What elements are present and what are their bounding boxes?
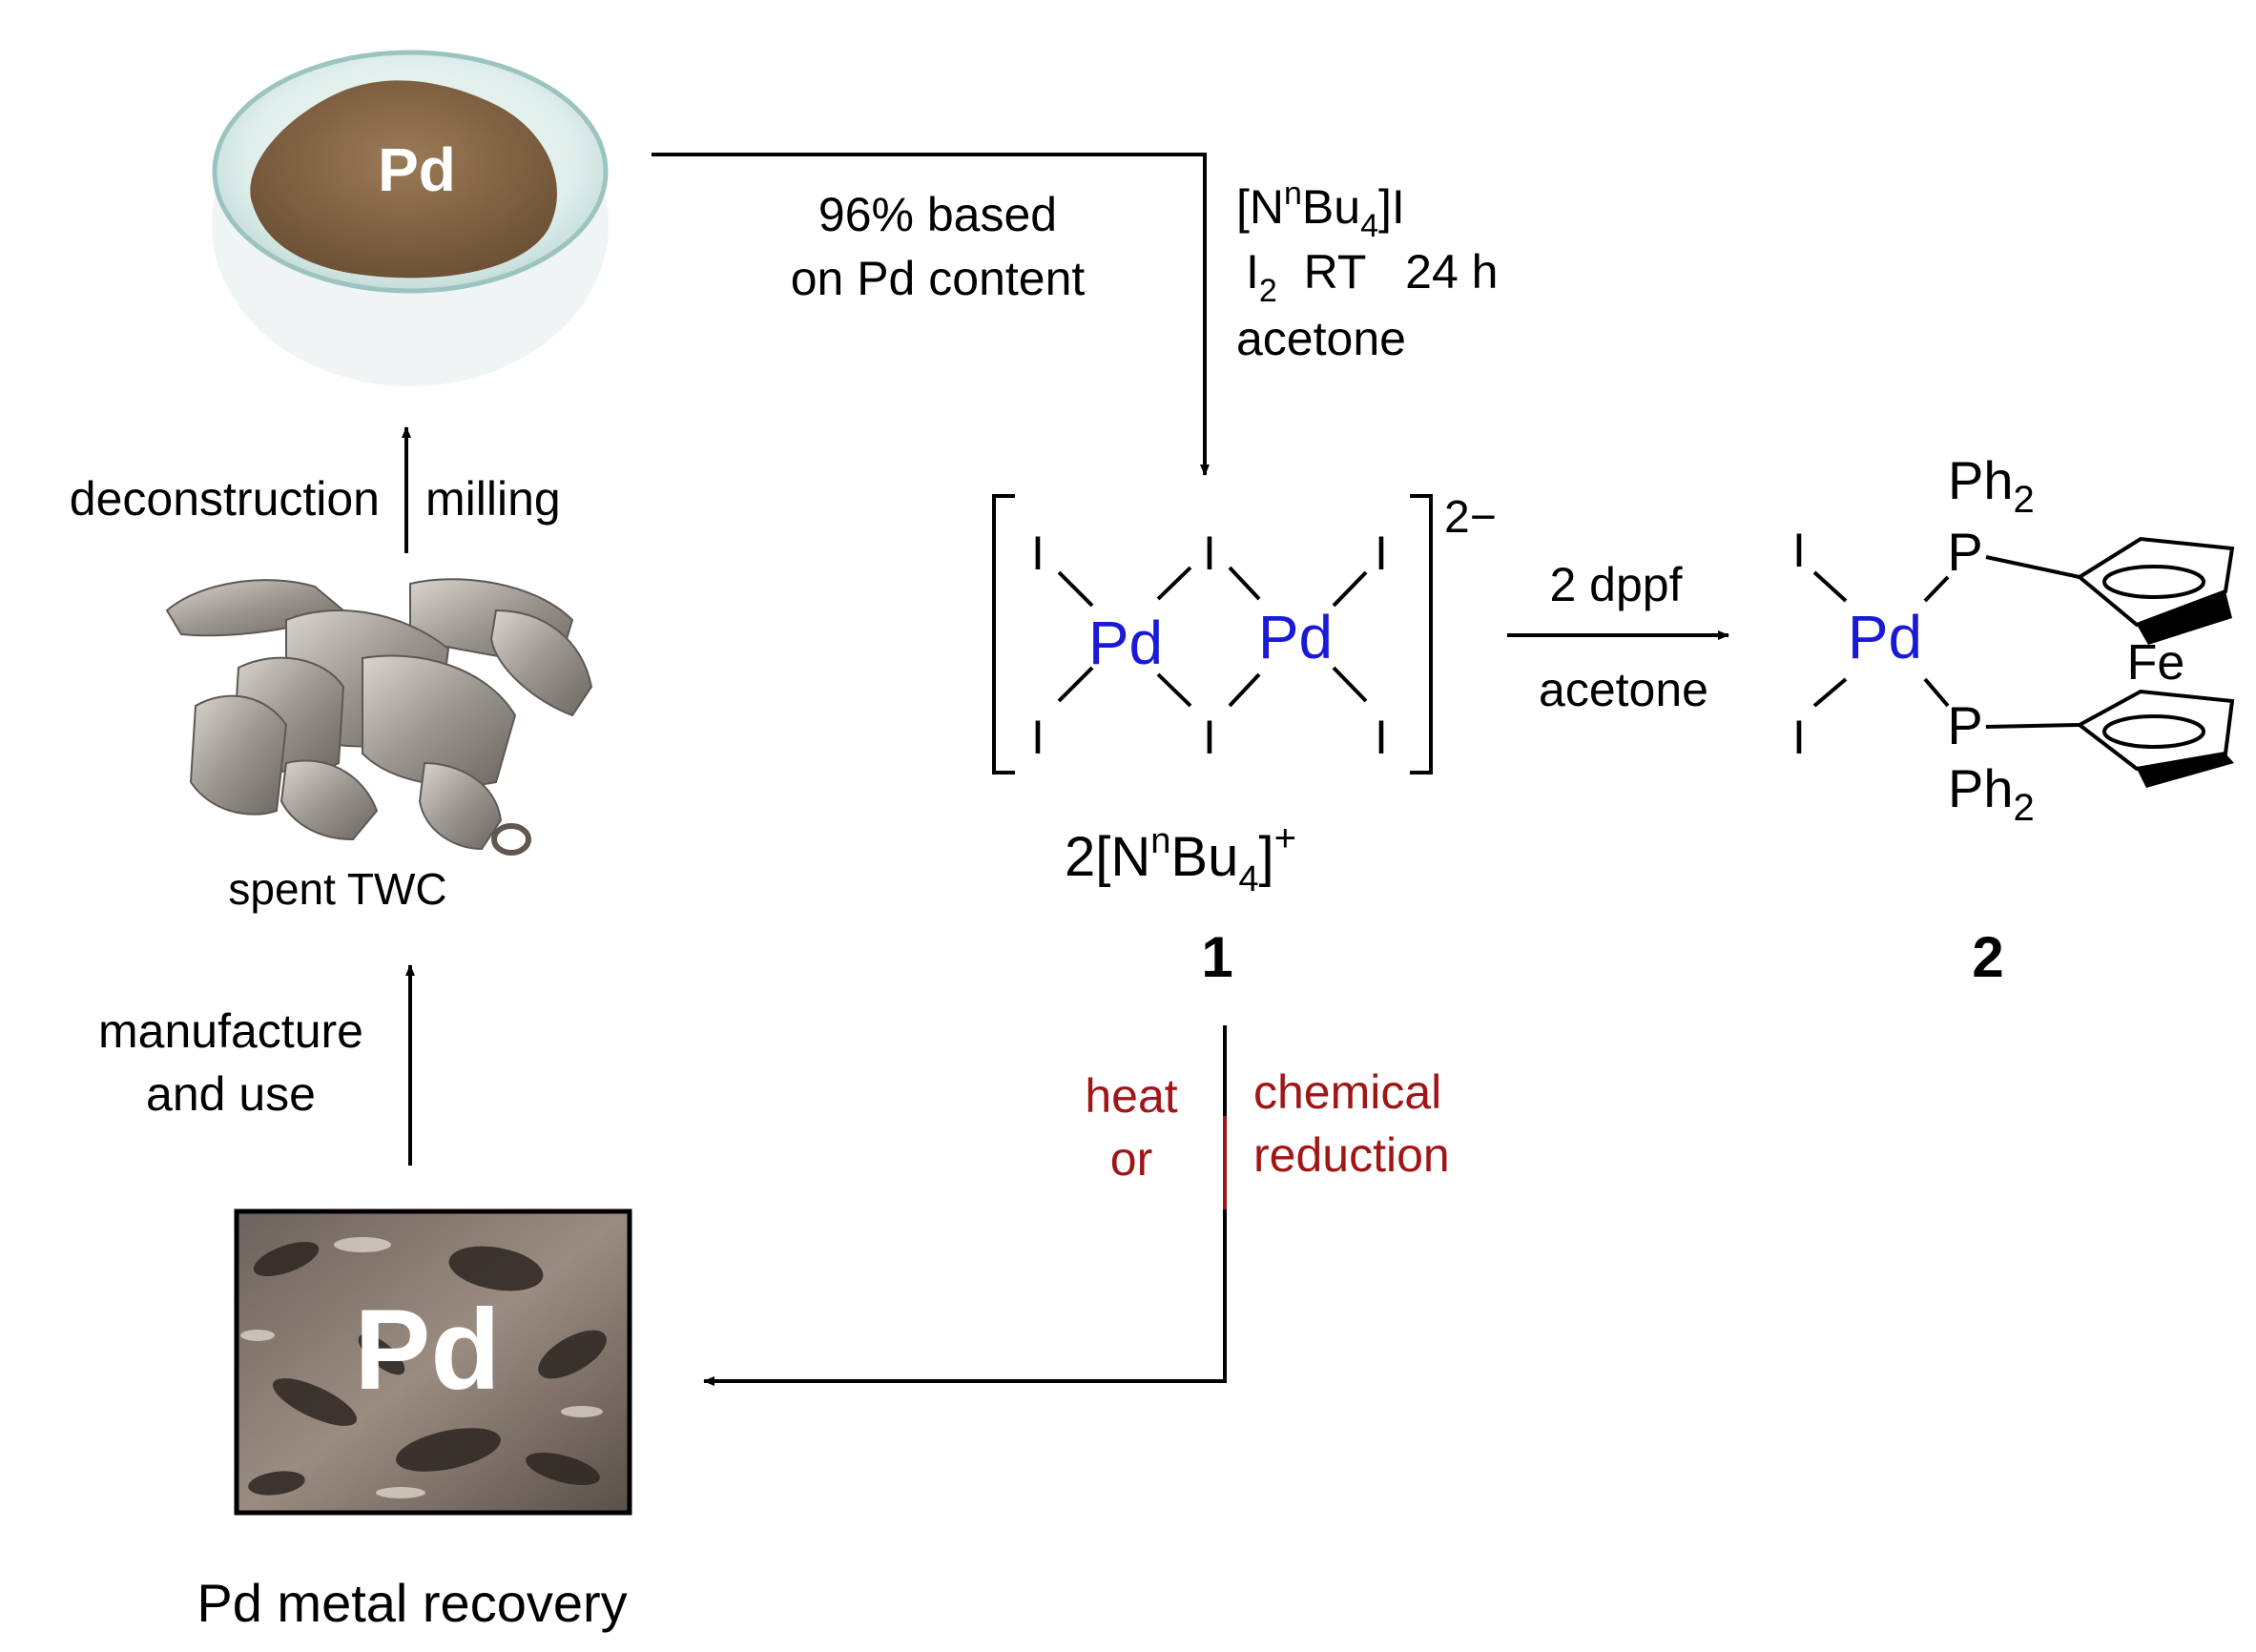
reduction-reduction: reduction	[1253, 1128, 1450, 1182]
ph2-bottom: Ph2	[1948, 758, 2035, 829]
right-bracket	[1410, 494, 1433, 774]
iodide-top-left: I	[1031, 527, 1045, 580]
powder-label: Pd	[378, 135, 456, 204]
yield-line-2: on Pd content	[791, 252, 1086, 305]
milling-label: milling	[425, 472, 561, 526]
iodide-top-middle: I	[1203, 527, 1216, 580]
iodide-lower: I	[1792, 711, 1806, 764]
recovery-caption: Pd metal recovery	[197, 1573, 627, 1633]
compound-1-number: 1	[1201, 925, 1232, 989]
and-use-label: and use	[146, 1067, 316, 1121]
yield-line-1: 96% based	[818, 188, 1057, 241]
complex-charge: 2−	[1444, 492, 1497, 543]
reagent-line-2: I2 RT 24 h	[1246, 245, 1498, 309]
micrograph-flake-icons	[248, 1241, 607, 1496]
iodide-top-right: I	[1375, 527, 1388, 580]
recovery-photo-label: Pd	[354, 1286, 500, 1414]
cyclopentadienyl-top-icon	[2076, 536, 2235, 645]
reagent-line-1: [NnBu4]I	[1236, 176, 1405, 244]
left-bracket	[992, 494, 1015, 774]
dppf-solvent: acetone	[1539, 663, 1708, 716]
deconstruction-label: deconstruction	[70, 472, 380, 526]
iron-atom: Fe	[2127, 635, 2185, 691]
arrow-to-recovery	[703, 1209, 1227, 1386]
spent-twc-photo	[165, 578, 593, 856]
iodide-bottom-left: I	[1031, 711, 1045, 764]
dppf-reagent: 2 dppf	[1549, 558, 1682, 611]
iodide-upper: I	[1792, 524, 1806, 577]
pd-left-atom: Pd	[1088, 609, 1163, 677]
powder-heap-icon	[250, 80, 557, 279]
cyclopentadienyl-bottom-icon	[2076, 689, 2235, 788]
reduction-heat: heat	[1085, 1069, 1177, 1123]
compound-2-number: 2	[1972, 925, 2003, 989]
pd-right-atom: Pd	[1258, 603, 1333, 671]
phosphorus-top: P	[1947, 522, 1982, 582]
manufacture-label: manufacture	[98, 1004, 363, 1058]
reduction-chemical: chemical	[1253, 1065, 1441, 1119]
arrow-powder-to-complex	[652, 153, 1210, 476]
reagent-line-3: acetone	[1236, 312, 1406, 365]
catalytic-converter-icon	[165, 578, 593, 851]
pd-powder-photo: Pd	[212, 50, 609, 386]
iodide-bottom-right: I	[1375, 711, 1388, 764]
micrograph-glint-icons	[240, 1237, 603, 1498]
spent-twc-label: spent TWC	[228, 864, 446, 914]
reduction-or: or	[1110, 1132, 1152, 1186]
phosphorus-bottom: P	[1947, 695, 1982, 755]
ph2-top: Ph2	[1948, 450, 2035, 521]
compound-1: 2− I I I I I I Pd Pd 2[NnBu4]+ 1	[992, 492, 1497, 989]
compound-2-bonds	[1812, 555, 2080, 729]
iodide-bottom-middle: I	[1203, 711, 1216, 764]
pd-atom-2: Pd	[1848, 603, 1922, 671]
compound-2: Ph2 P P Ph2 I I Pd Fe 2	[1792, 450, 2235, 989]
counterion-label: 2[NnBu4]+	[1065, 817, 1296, 899]
recovery-photo: Pd	[234, 1208, 632, 1516]
converter-outlet-ring	[491, 823, 531, 856]
pd-bonds	[1057, 566, 1368, 708]
